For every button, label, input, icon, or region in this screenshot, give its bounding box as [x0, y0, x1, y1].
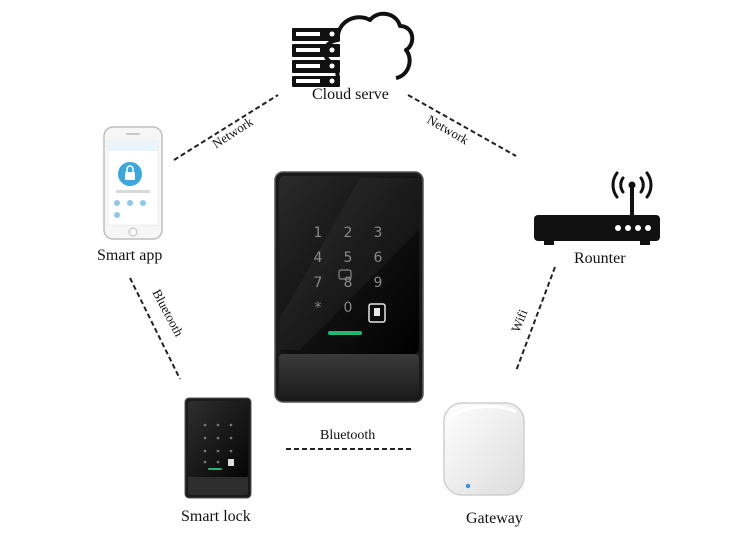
line-cloud-router: [407, 94, 517, 157]
keypad-key: 3: [373, 225, 383, 241]
line-app-cloud: [173, 94, 279, 161]
keypad-key: 8: [343, 275, 353, 291]
keypad-key: *: [314, 300, 322, 316]
keypad-grid: 1 2 3 4 5 6 7 8 9 * 0 #: [303, 225, 393, 325]
keypad-key: 4: [313, 250, 323, 266]
line-app-lock: [129, 277, 181, 380]
keypad-key: 9: [373, 275, 383, 291]
keypad-key: 0: [343, 300, 353, 316]
keypad-key: 2: [343, 225, 353, 241]
connection-label-lock-gateway: Bluetooth: [320, 428, 376, 443]
smart-lock-label: Smart lock: [181, 508, 251, 525]
keypad-key: 1: [313, 225, 323, 241]
keypad-key: 7: [313, 275, 323, 291]
keypad-key: 6: [373, 250, 383, 266]
smart-app-label: Smart app: [97, 247, 163, 264]
gateway-label: Gateway: [466, 510, 523, 527]
line-gateway-router: [515, 266, 556, 372]
keypad-key: 5: [343, 250, 353, 266]
router-label: Rounter: [574, 250, 626, 267]
cloud-server-label: Cloud serve: [312, 86, 389, 103]
